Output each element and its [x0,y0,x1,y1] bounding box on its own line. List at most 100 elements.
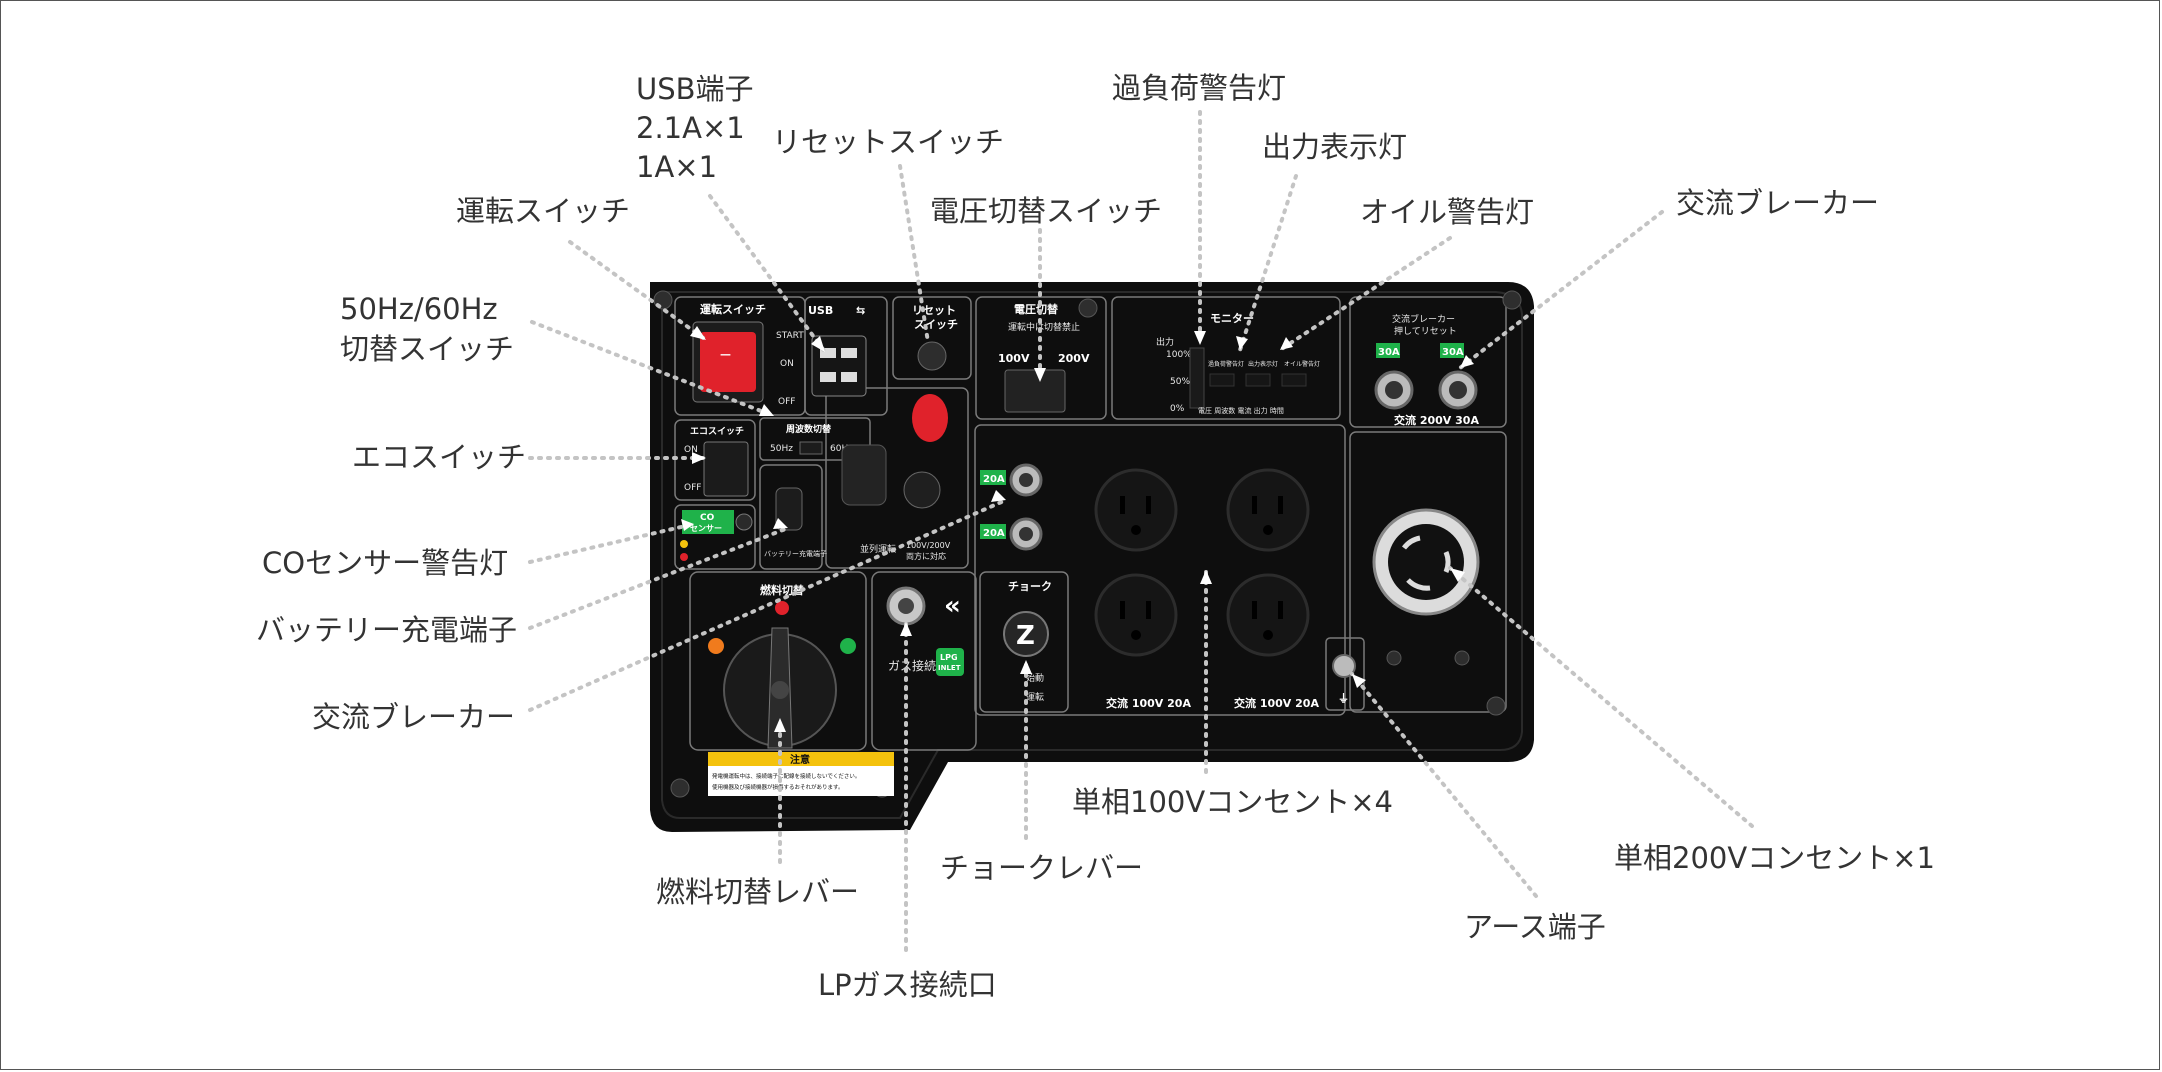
monitor-label-output-lamp: 出力表示灯 [1248,360,1278,368]
outlet-100v[interactable] [1226,573,1310,657]
run-off-label: OFF [778,397,795,407]
callout-lp-gas-port: LPガス接続口 [818,968,997,1002]
leader-output-lamp [1238,174,1298,352]
usb-section [804,296,888,416]
eco-title: エコスイッチ [690,426,744,437]
reset-title-1: リセット [912,304,956,317]
callout-labels: USB端子 2.1A×1 1A×1 リセットスイッチ 運転スイッチ 電圧切替スイ… [256,71,1935,1002]
breaker-badge-30a-2-text: 30A [1442,347,1464,358]
screw [1078,298,1098,318]
usb-port-2-1a[interactable] [820,348,836,358]
run-switch-title: 運転スイッチ [700,302,766,316]
freq-section [759,417,871,461]
red-fuel-cap[interactable] [912,394,948,442]
monitor-label-output: 出力 [1156,336,1174,348]
battery-section [759,464,823,570]
run-start-label: START [776,331,804,341]
outlet-slot [1120,496,1125,514]
ac-100v-label-1: 交流 100V 20A [1106,696,1191,710]
leader-earth [1350,672,1538,898]
choke-start-label: 始動 [1026,672,1044,684]
monitor-label-overload: 過負荷警告灯 [1208,360,1244,368]
eco-switch-rocker[interactable] [703,441,749,497]
callout-usb-3: 1A×1 [636,150,717,184]
outlet-ground-hole [1131,630,1141,640]
control-panel: 運転スイッチ — START ON OFF USB ⇆ リセット スイッチ 電圧… [650,282,1534,832]
reset-section [892,296,972,380]
lpg-badge-text-1: LPG [940,653,958,662]
breaker-badge-30a-2 [1440,343,1464,358]
callout-eco-switch: エコスイッチ [352,440,526,474]
fuel-indicator-orange [708,638,724,654]
callout-run-switch: 運転スイッチ [456,194,630,228]
outlet-200v-section [1349,431,1507,713]
parallel-plug-cover[interactable] [841,444,887,506]
output-lamp [1245,373,1271,387]
freq-switch[interactable] [799,441,823,455]
fuel-lever-hub [771,681,789,699]
top-breaker-section [1349,296,1507,428]
hz50-label: 50Hz [770,444,793,454]
eco-on-label: ON [684,445,698,455]
co-badge-text-2: センサー [690,524,722,533]
arrowhead [991,490,1006,502]
breaker-30a-button-1-core [1385,381,1403,399]
callout-choke-lever: チョークレバー [940,851,1143,885]
leader-lines [528,110,1754,952]
usb-port-1a[interactable] [820,372,836,382]
voltage-section [975,296,1107,420]
arrowhead [1034,368,1046,382]
oil-lamp [1281,373,1307,387]
run-switch-rocker[interactable] [700,332,756,392]
outlet-slot [1278,496,1283,514]
outlet-100v[interactable] [1094,573,1178,657]
choke-lever[interactable] [1003,611,1049,657]
battery-terminal[interactable] [775,487,803,531]
callout-outlet-200v: 単相200Vコンセント×1 [1614,841,1935,875]
gas-section [871,571,977,751]
caution-line-2: 使用機器及び接続機器が損傷するおそれがあります。 [712,783,843,791]
arrowheads [681,326,1474,732]
breaker-20a-button-1-core [1019,473,1033,487]
leader-frequency [530,320,776,418]
callout-oil-lamp: オイル警告灯 [1360,195,1534,229]
usb-port-2-1a-b[interactable] [841,348,857,358]
earth-section [1325,637,1365,711]
leader-run-switch [568,240,708,342]
callout-output-lamp: 出力表示灯 [1262,130,1407,164]
voltage-switch-slider[interactable] [1004,369,1066,413]
overload-lamp [1209,373,1235,387]
fuel-indicator-red [775,601,789,615]
parallel-section [825,387,969,569]
callout-ac-breaker-left: 交流ブレーカー [312,700,515,734]
parallel-dial[interactable] [903,471,941,509]
fuel-title: 燃料切替 [759,583,805,597]
caution-header [708,752,894,766]
outlet-slot [1252,496,1257,514]
usb-port-1a-b[interactable] [841,372,857,382]
outlet-200v-slot [1406,578,1431,591]
leader-outlet-200v [1448,566,1754,828]
outlet-100v[interactable] [1226,468,1310,552]
ac-100v-label-2: 交流 100V 20A [1234,696,1319,710]
outlet-100v[interactable] [1094,468,1178,552]
choke-run-label: 運転 [1026,692,1044,703]
breaker-badge-20a-1-text: 20A [983,474,1005,485]
reset-button[interactable] [917,341,947,371]
outlet-200v-slot [1401,535,1421,550]
screw [1454,650,1470,666]
usb-title: USB [808,304,833,317]
earth-terminal[interactable] [1332,654,1356,678]
breaker-badge-30a-1 [1376,343,1400,358]
gas-label: ガス接続 [888,658,936,673]
leader-reset [898,164,930,344]
leader-ac-breaker-top [1458,210,1664,370]
monitor-bar [1189,347,1205,409]
lpg-badge-text-2: INLET [938,664,961,672]
arrowhead [1200,570,1212,584]
lp-gas-port-core [898,598,914,614]
callout-freq-2: 切替スイッチ [340,332,514,366]
callout-usb-2: 2.1A×1 [636,111,745,145]
chevron-left-icon: « [944,591,961,621]
